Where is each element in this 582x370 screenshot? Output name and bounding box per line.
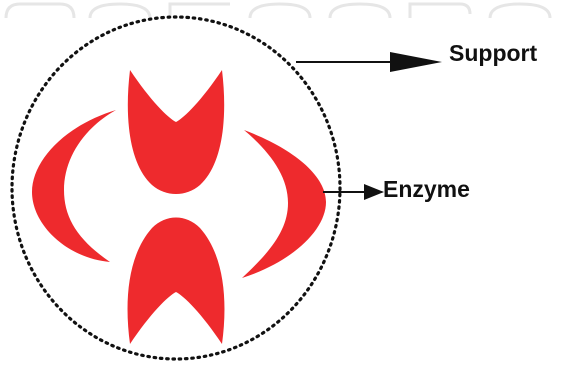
support-arrowhead: [390, 52, 442, 72]
support-label: Support: [449, 40, 537, 67]
enzyme-subunit-left: [32, 110, 116, 262]
enzyme-subunit-top: [128, 70, 224, 194]
support-arrow: [296, 52, 442, 72]
enzyme-arrow: [323, 184, 384, 200]
enzyme-subunit-bottom: [128, 218, 225, 345]
enzyme-arrowhead: [364, 184, 384, 200]
enzyme-subunit-right: [242, 130, 326, 278]
enzyme-complex: [32, 70, 326, 344]
enzyme-label: Enzyme: [383, 176, 470, 203]
background-watermark: [6, 4, 550, 18]
